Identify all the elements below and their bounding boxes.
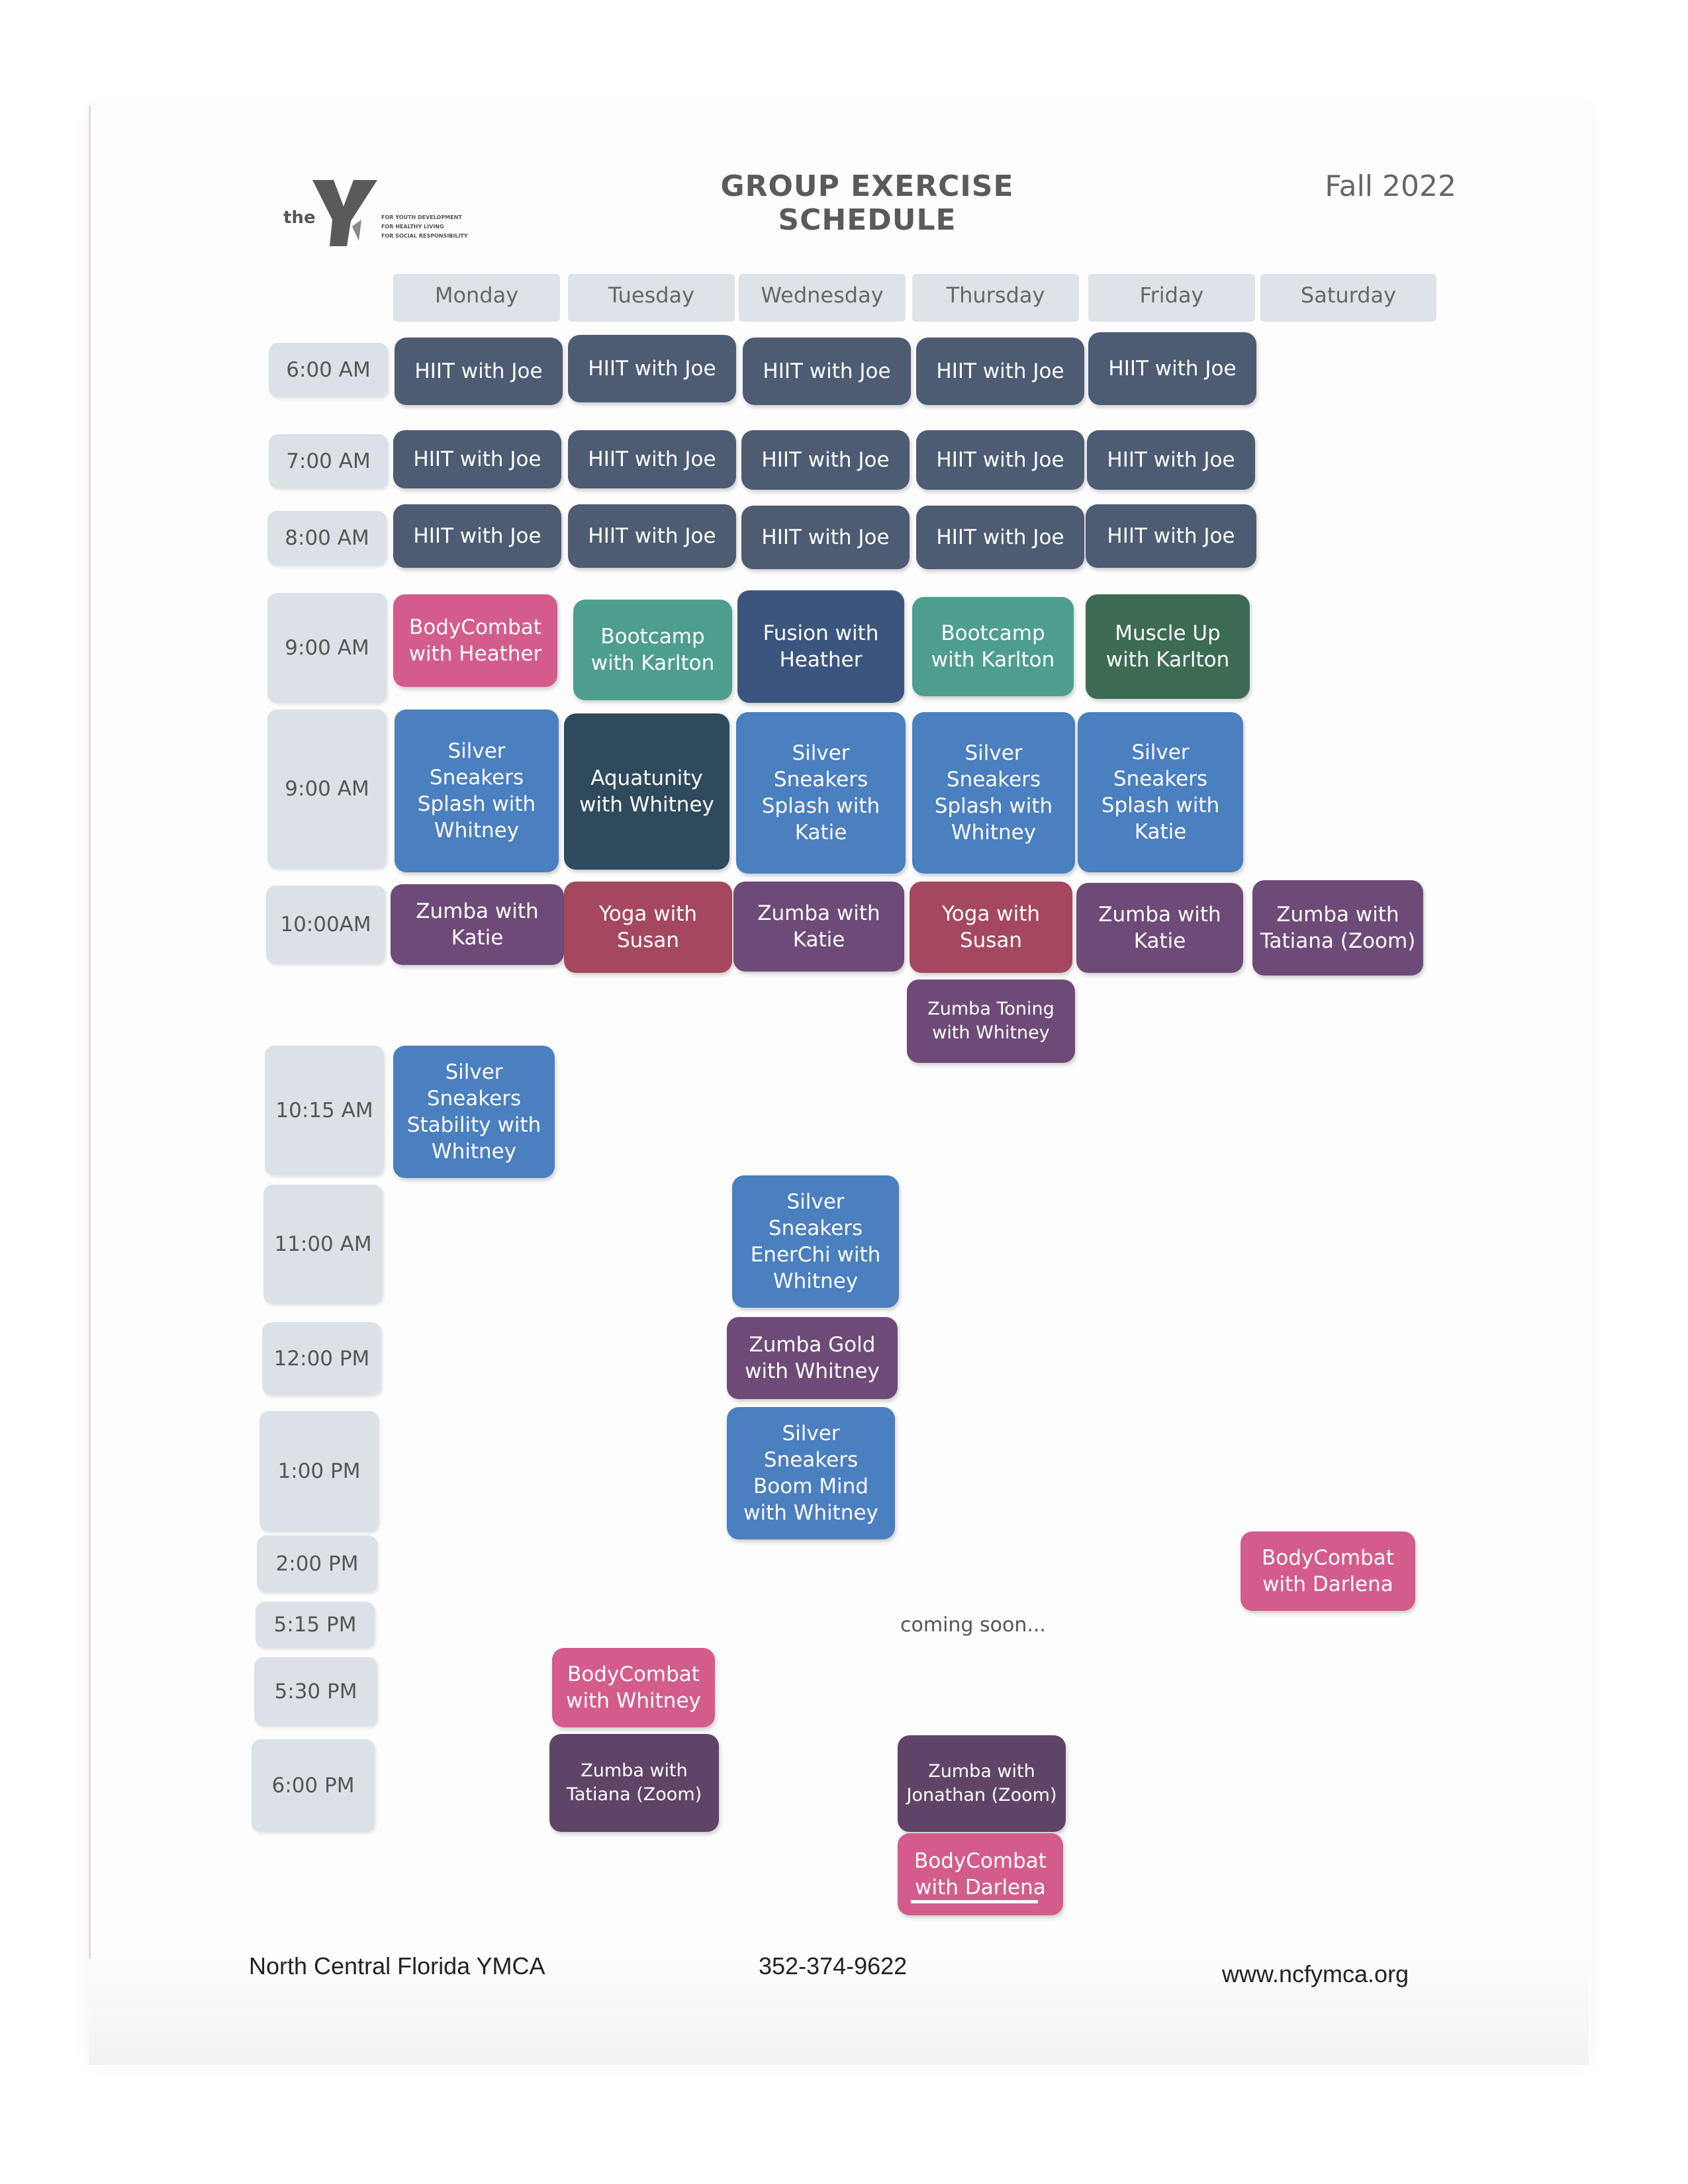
class-block[interactable]: Zumba Toning with Whitney [907, 979, 1075, 1063]
day-header-wednesday: Wednesday [739, 274, 906, 322]
time-label: 2:00 PM [257, 1535, 377, 1592]
class-block[interactable]: BodyCombat with Whitney [552, 1648, 715, 1727]
time-label: 7:00 AM [269, 434, 388, 488]
class-block[interactable]: HIIT with Joe [916, 506, 1084, 569]
sheet-shadow [89, 1959, 1589, 2065]
time-label: 9:00 AM [267, 709, 387, 868]
day-header-thursday: Thursday [912, 274, 1079, 322]
class-block[interactable]: HIIT with Joe [568, 335, 736, 402]
day-header-monday: Monday [393, 274, 560, 322]
time-label: 6:00 PM [252, 1739, 375, 1832]
underline-decoration [911, 1900, 1038, 1903]
class-block[interactable]: Silver Sneakers Splash with Katie [1078, 712, 1243, 872]
logo-the-text: the [283, 208, 316, 228]
class-block[interactable]: HIIT with Joe [916, 430, 1084, 490]
logo-tagline-line: FOR SOCIAL RESPONSIBILITY [381, 233, 468, 239]
class-block[interactable]: HIIT with Joe [1087, 430, 1255, 490]
class-block[interactable]: Zumba Gold with Whitney [727, 1317, 898, 1399]
time-label: 11:00 AM [263, 1185, 383, 1304]
class-block[interactable]: HIIT with Joe [568, 430, 736, 488]
time-label: 10:00AM [266, 886, 385, 964]
class-block[interactable]: BodyCombat with Heather [393, 594, 557, 687]
time-label: 1:00 PM [259, 1411, 379, 1531]
time-label: 6:00 AM [269, 343, 388, 397]
class-block[interactable]: HIIT with Joe [393, 430, 561, 488]
logo-tagline: FOR YOUTH DEVELOPMENT FOR HEALTHY LIVING… [381, 213, 468, 241]
class-block[interactable]: Silver Sneakers Splash with Whitney [912, 712, 1075, 874]
time-label: 5:30 PM [254, 1657, 377, 1726]
class-block[interactable]: Bootcamp with Karlton [912, 597, 1074, 696]
class-block[interactable]: HIIT with Joe [741, 430, 910, 490]
class-block[interactable]: Yoga with Susan [910, 882, 1072, 973]
class-block[interactable]: BodyCombat with Darlena [1241, 1531, 1415, 1611]
class-block[interactable]: Zumba with Katie [391, 884, 564, 965]
day-header-tuesday: Tuesday [568, 274, 735, 322]
class-block[interactable]: HIIT with Joe [916, 338, 1084, 405]
class-block[interactable]: Zumba with Katie [733, 882, 904, 972]
class-block[interactable]: HIIT with Joe [395, 338, 563, 405]
ymca-y-icon [312, 180, 377, 246]
class-block[interactable]: Zumba with Tatiana (Zoom) [549, 1734, 719, 1832]
ymca-logo: the FOR YOUTH DEVELOPMENT FOR HEALTHY LI… [281, 177, 499, 249]
class-block[interactable]: HIIT with Joe [741, 506, 910, 569]
footer-website[interactable]: www.ncfymca.org [1222, 1960, 1409, 1987]
class-block[interactable]: HIIT with Joe [568, 504, 736, 568]
day-header-friday: Friday [1088, 274, 1255, 322]
class-block[interactable]: Silver Sneakers Splash with Katie [736, 712, 906, 874]
class-block[interactable]: Fusion with Heather [737, 590, 904, 703]
time-label: 12:00 PM [262, 1322, 381, 1395]
class-block[interactable]: HIIT with Joe [743, 338, 911, 405]
class-block[interactable]: Silver Sneakers Stability with Whitney [393, 1046, 555, 1178]
time-label: 8:00 AM [267, 511, 387, 565]
class-block[interactable]: Silver Sneakers Boom Mind with Whitney [727, 1407, 895, 1539]
class-block[interactable]: HIIT with Joe [1088, 332, 1256, 405]
class-block[interactable]: Bootcamp with Karlton [573, 600, 732, 700]
class-block[interactable]: HIIT with Joe [1086, 504, 1256, 568]
time-label: 10:15 AM [265, 1046, 384, 1175]
page-title: GROUP EXERCISE SCHEDULE [720, 169, 1014, 237]
season-label: Fall 2022 [1325, 169, 1456, 203]
class-block[interactable]: Zumba with Jonathan (Zoom) [898, 1735, 1066, 1832]
class-block[interactable]: Yoga with Susan [564, 882, 732, 973]
class-block[interactable]: Muscle Up with Karlton [1086, 594, 1250, 699]
coming-soon-note: coming soon... [900, 1614, 1046, 1637]
logo-tagline-line: FOR YOUTH DEVELOPMENT [381, 214, 462, 220]
footer-org: North Central Florida YMCA [249, 1952, 545, 1979]
class-block[interactable]: Zumba with Tatiana (Zoom) [1252, 880, 1423, 976]
class-block[interactable]: Silver Sneakers EnerChi with Whitney [732, 1175, 899, 1308]
day-header-saturday: Saturday [1260, 274, 1436, 322]
class-block[interactable]: HIIT with Joe [393, 504, 561, 568]
logo-tagline-line: FOR HEALTHY LIVING [381, 224, 444, 230]
class-block[interactable]: Silver Sneakers Splash with Whitney [395, 709, 559, 872]
class-block[interactable]: Aquatunity with Whitney [564, 713, 729, 870]
class-block[interactable]: Zumba with Katie [1076, 883, 1243, 973]
footer-phone: 352-374-9622 [759, 1952, 908, 1979]
time-label: 9:00 AM [267, 593, 387, 703]
time-label: 5:15 PM [256, 1602, 375, 1648]
